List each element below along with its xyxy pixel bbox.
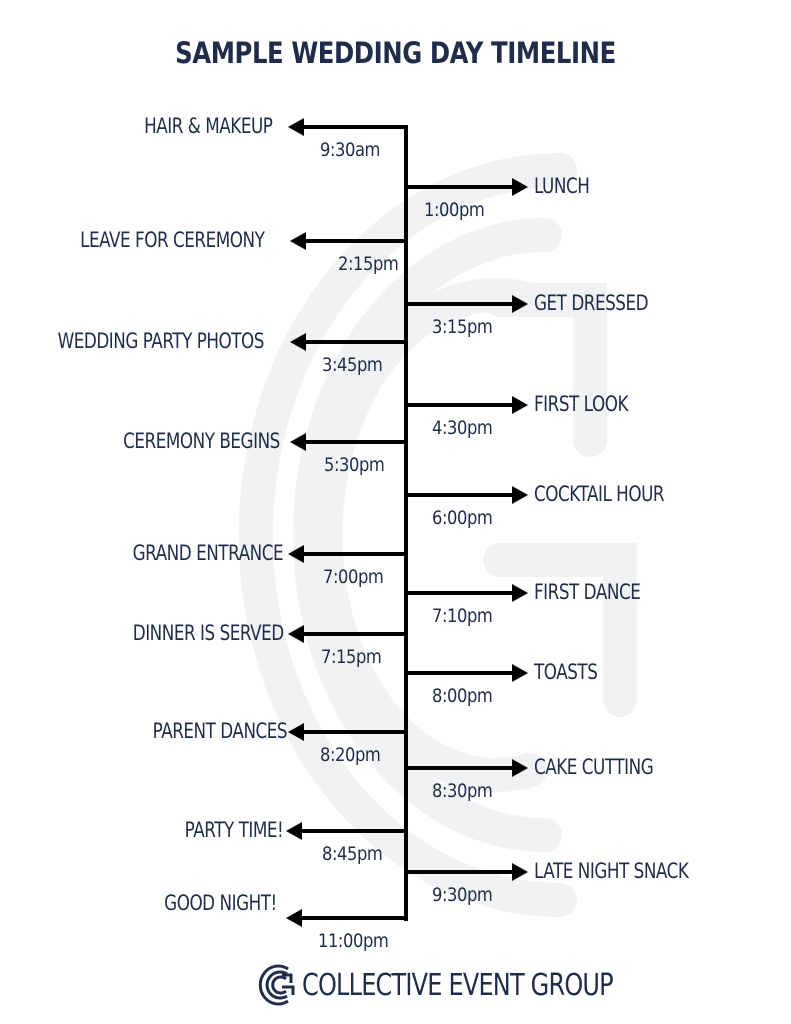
timeline-arrow-right xyxy=(404,178,528,196)
event-time: 8:20pm xyxy=(320,744,381,766)
timeline-arrow-left xyxy=(290,433,408,451)
timeline-arrow-left xyxy=(288,118,408,136)
footer-brand: COLLECTIVE EVENT GROUP xyxy=(258,962,691,1008)
timeline-arrow-right xyxy=(404,295,528,313)
event-time: 6:00pm xyxy=(432,507,493,529)
timeline-arrow-left xyxy=(286,909,408,927)
event-label: GET DRESSED xyxy=(534,291,649,315)
event-label: LEAVE FOR CEREMONY xyxy=(79,228,265,252)
timeline-arrow-left xyxy=(290,333,408,351)
event-label: COCKTAIL HOUR xyxy=(534,482,665,506)
event-label: PARTY TIME! xyxy=(184,818,283,842)
collective-event-group-logo-icon xyxy=(258,964,295,1006)
event-time: 2:15pm xyxy=(338,253,399,275)
event-label: PARENT DANCES xyxy=(152,719,288,743)
event-label: DINNER IS SERVED xyxy=(132,621,284,645)
event-time: 5:30pm xyxy=(324,454,385,476)
event-label: HAIR & MAKEUP xyxy=(143,114,273,138)
company-name: COLLECTIVE EVENT GROUP xyxy=(302,967,614,1003)
timeline-arrow-left xyxy=(288,545,408,563)
event-time: 7:10pm xyxy=(432,605,493,627)
event-label: WEDDING PARTY PHOTOS xyxy=(57,329,265,353)
event-time: 9:30am xyxy=(320,139,381,161)
event-label: LATE NIGHT SNACK xyxy=(534,859,689,883)
event-time: 1:00pm xyxy=(424,199,485,221)
timeline-arrow-right xyxy=(404,584,528,602)
timeline-arrow-left xyxy=(290,232,408,250)
timeline-arrow-right xyxy=(404,396,528,414)
event-label: FIRST LOOK xyxy=(534,392,628,416)
event-label: FIRST DANCE xyxy=(534,580,641,604)
event-label: LUNCH xyxy=(534,174,590,198)
event-time: 9:30pm xyxy=(432,884,493,906)
event-label: CAKE CUTTING xyxy=(534,755,654,779)
event-time: 8:30pm xyxy=(432,780,493,802)
event-label: GOOD NIGHT! xyxy=(164,891,277,915)
event-time: 3:15pm xyxy=(432,316,493,338)
timeline-arrow-right xyxy=(404,664,528,682)
timeline-arrow-left xyxy=(288,625,408,643)
event-time: 11:00pm xyxy=(318,930,389,952)
timeline-arrow-right xyxy=(404,759,528,777)
event-time: 4:30pm xyxy=(432,417,493,439)
timeline-arrow-right xyxy=(404,863,528,881)
event-time: 7:15pm xyxy=(321,646,382,668)
timeline-arrow-left xyxy=(288,723,408,741)
event-time: 3:45pm xyxy=(322,354,383,376)
timeline-arrow-left xyxy=(286,822,408,840)
timeline-arrow-right xyxy=(404,486,528,504)
event-time: 8:45pm xyxy=(322,843,383,865)
event-time: 8:00pm xyxy=(432,685,493,707)
page-title: SAMPLE WEDDING DAY TIMELINE xyxy=(175,36,616,70)
event-label: CEREMONY BEGINS xyxy=(123,429,280,453)
event-time: 7:00pm xyxy=(323,566,384,588)
event-label: GRAND ENTRANCE xyxy=(132,541,284,565)
event-label: TOASTS xyxy=(534,660,598,684)
